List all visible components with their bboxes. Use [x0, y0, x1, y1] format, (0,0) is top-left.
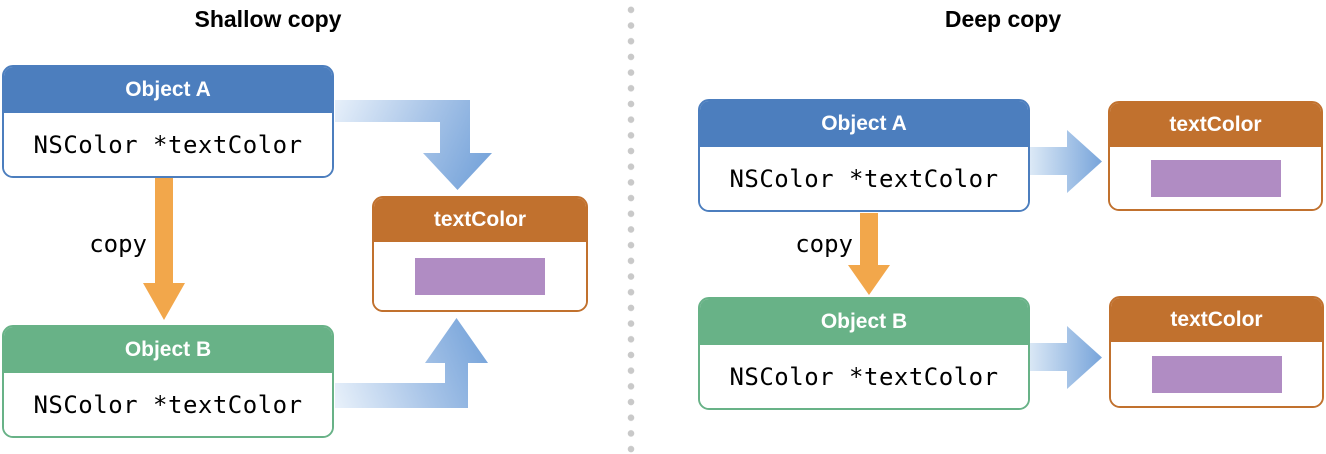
- object-a-body: NSColor *textColor: [700, 147, 1028, 210]
- copy-arrow-label: copy: [795, 230, 853, 258]
- textcolor-header: textColor: [374, 198, 586, 242]
- object-a-label: Object A: [125, 78, 211, 101]
- panel-title: Deep copy: [944, 6, 1062, 32]
- textcolor-header: textColor: [1110, 103, 1321, 147]
- object-b-box: Object B NSColor *textColor: [698, 297, 1030, 410]
- textcolor-body: [1111, 342, 1322, 406]
- textcolor-box: textColor: [1109, 296, 1324, 408]
- field-label: NSColor *textColor: [33, 390, 303, 419]
- textcolor-body: [1110, 147, 1321, 209]
- field-label: NSColor *textColor: [729, 362, 999, 391]
- object-b-body: NSColor *textColor: [700, 345, 1028, 408]
- copy-arrow-label: copy: [89, 230, 147, 258]
- textcolor-box: textColor: [1108, 101, 1323, 211]
- reference-arrow-icon: [335, 100, 492, 190]
- textcolor-label: textColor: [1169, 113, 1262, 136]
- object-b-label: Object B: [124, 338, 212, 361]
- object-a-box: Object A NSColor *textColor: [2, 65, 334, 178]
- textcolor-header: textColor: [1111, 298, 1322, 342]
- object-b-label: Object B: [820, 310, 908, 333]
- object-b-box: Object B NSColor *textColor: [2, 325, 334, 438]
- textcolor-body: [374, 242, 586, 310]
- textcolor-label: textColor: [1170, 308, 1263, 331]
- color-swatch: [1151, 355, 1282, 393]
- field-label: NSColor *textColor: [729, 164, 999, 193]
- object-a-box: Object A NSColor *textColor: [698, 99, 1030, 212]
- copy-arrow-icon: [143, 178, 185, 320]
- field-label: NSColor *textColor: [33, 130, 303, 159]
- copy-arrow-icon: [848, 213, 890, 295]
- textcolor-label: textColor: [433, 208, 527, 231]
- reference-arrow-icon: [335, 318, 488, 408]
- color-swatch: [415, 257, 545, 295]
- object-b-body: NSColor *textColor: [4, 373, 332, 436]
- object-a-label: Object A: [821, 112, 907, 135]
- object-a-body: NSColor *textColor: [4, 113, 332, 176]
- panel-title: Shallow copy: [194, 6, 342, 32]
- dotted-divider: [627, 2, 635, 454]
- object-b-header: Object B: [700, 299, 1028, 345]
- object-a-header: Object A: [700, 101, 1028, 147]
- object-b-header: Object B: [4, 327, 332, 373]
- textcolor-box: textColor: [372, 196, 588, 312]
- reference-arrow-icon: [1030, 130, 1102, 193]
- object-a-header: Object A: [4, 67, 332, 113]
- color-swatch: [1150, 159, 1281, 197]
- reference-arrow-icon: [1028, 326, 1102, 389]
